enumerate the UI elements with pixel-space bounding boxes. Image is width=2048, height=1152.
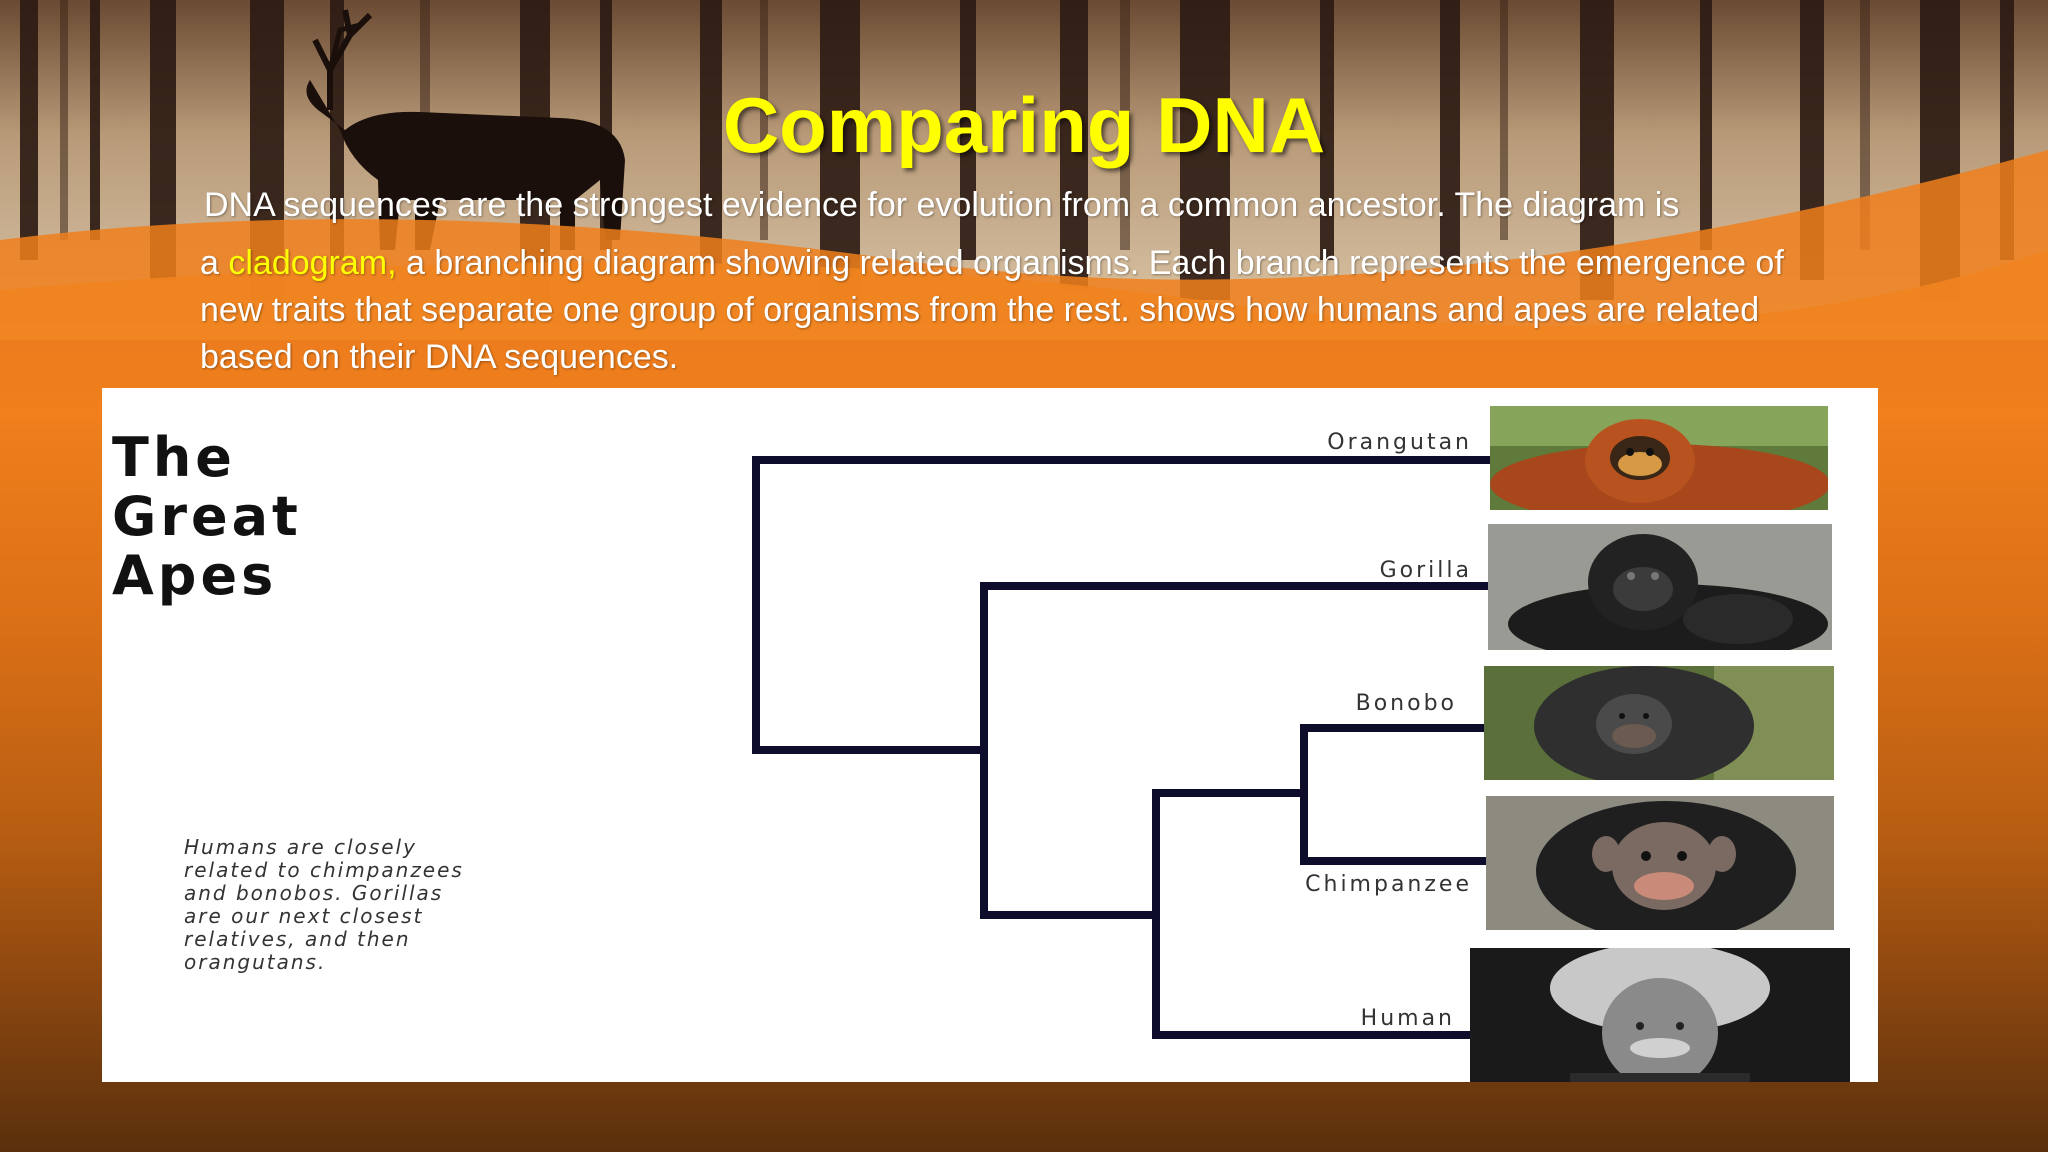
slide-title: Comparing DNA [722, 81, 1326, 169]
caption-line: and bonobos. Gorillas [184, 881, 444, 905]
branch-gorilla [980, 582, 1490, 919]
figure-heading: The Great Apes [112, 428, 302, 605]
paragraph-line-3: new traits that separate one group of or… [200, 291, 1760, 329]
gorilla-photo [1488, 524, 1832, 650]
figure-caption: Humans are closely related to chimpanzee… [184, 836, 654, 974]
caption-line: Humans are closely [184, 835, 417, 859]
paragraph-line-2-suffix: a branching diagram showing related orga… [396, 244, 1784, 282]
caption-line: related to chimpanzees [184, 858, 464, 882]
forest-background-image [0, 0, 2048, 340]
species-label-gorilla: Gorilla [1379, 558, 1472, 583]
branch-orangutan [752, 456, 1490, 754]
cladogram-figure: The Great Apes Humans are closely relate… [102, 388, 1878, 1082]
bonobo-photo [1484, 666, 1834, 780]
cladogram-highlight: cladogram, [228, 244, 397, 282]
caption-line: relatives, and then [184, 927, 411, 951]
species-label-chimpanzee: Chimpanzee [1305, 872, 1472, 897]
figure-heading-line: Great [112, 485, 302, 548]
species-label-human: Human [1360, 1006, 1455, 1031]
branch-chimp-bonobo [1300, 724, 1490, 865]
figure-heading-line: The [112, 426, 236, 489]
caption-line: orangutans. [184, 950, 327, 974]
paragraph-line-1: DNA sequences are the strongest evidence… [204, 186, 1680, 224]
cladogram-tree [752, 456, 1490, 1039]
orangutan-photo [1490, 406, 1828, 510]
paragraph-line-2: a cladogram, a branching diagram showing… [200, 244, 1784, 283]
branch-human [1152, 789, 1308, 1039]
paragraph-line-4: based on their DNA sequences. [200, 338, 679, 376]
species-label-bonobo: Bonobo [1355, 691, 1457, 716]
paragraph-line-2-prefix: a [200, 244, 229, 282]
caption-line: are our next closest [184, 904, 424, 928]
chimpanzee-photo [1486, 796, 1834, 930]
figure-heading-line: Apes [112, 544, 278, 607]
human-photo [1470, 948, 1850, 1082]
species-label-orangutan: Orangutan [1327, 430, 1472, 455]
